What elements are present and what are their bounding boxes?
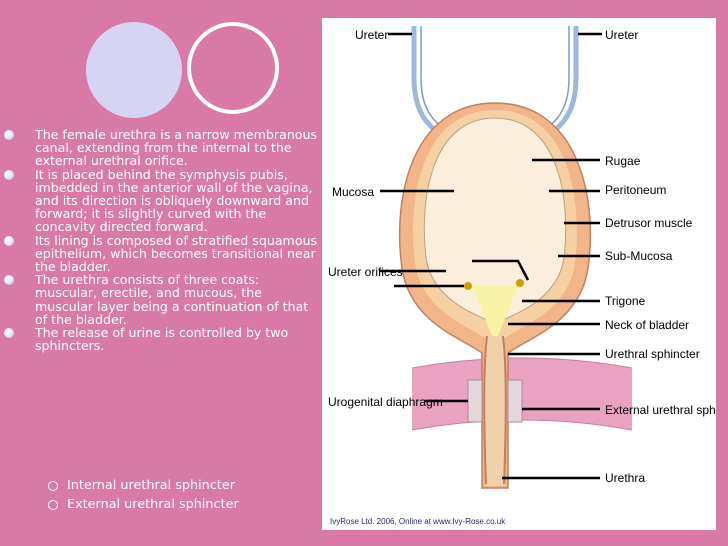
bullet-item: Its lining is composed of stratified squ…	[0, 232, 320, 275]
bullet-dot-icon	[4, 328, 14, 339]
label-mucosa: Mucosa	[332, 185, 374, 199]
external-sphincter-marks	[467, 379, 523, 423]
bullet-dot-icon	[4, 169, 14, 180]
trigone-region	[472, 286, 518, 336]
ureter-right	[545, 26, 579, 136]
ureter-left	[411, 26, 445, 136]
bullet-item: It is placed behind the symphysis pubis,…	[0, 168, 320, 234]
sub-bullet-list: Internal urethral sphincter External ure…	[48, 478, 328, 513]
bladder-diagram: Ureter Ureter Rugae Peritoneum Mucosa De…	[322, 18, 716, 530]
label-urethra: Urethra	[605, 471, 645, 485]
label-submucosa: Sub-Mucosa	[605, 249, 673, 263]
label-rugae: Rugae	[605, 154, 641, 168]
label-neck: Neck of bladder	[605, 318, 689, 332]
bullet-item: The release of urine is controlled by tw…	[0, 326, 320, 352]
label-urogenital: Urogenital diaphragm	[328, 395, 443, 409]
decor-circle-filled	[86, 22, 182, 118]
bullet-item: The female urethra is a narrow membranou…	[0, 128, 320, 168]
bullet-text: It is placed behind the symphysis pubis,…	[35, 166, 313, 235]
label-external-sphincter: External urethral sphincter	[605, 403, 716, 417]
urethra-tube	[483, 335, 507, 485]
label-ureter-orifices: Ureter orifices	[328, 265, 403, 279]
bullet-text: The female urethra is a narrow membranou…	[35, 127, 318, 169]
label-peritoneum: Peritoneum	[605, 183, 666, 197]
sub-bullet-text: External urethral sphincter	[67, 497, 239, 512]
ureter-orifice-marks	[464, 279, 524, 290]
ring-bullet-icon	[48, 500, 58, 510]
ring-bullet-icon	[48, 481, 58, 491]
label-ureter-left: Ureter	[355, 28, 388, 42]
bullet-list: The female urethra is a narrow membranou…	[0, 128, 320, 352]
bullet-item: The urethra consists of three coats: mus…	[0, 273, 320, 326]
bullet-text: The urethra consists of three coats: mus…	[35, 272, 309, 327]
label-lines	[380, 32, 602, 480]
bullet-dot-icon	[4, 275, 14, 286]
label-urethral-sphincter: Urethral sphincter	[605, 347, 700, 361]
bullet-text: Its lining is composed of stratified squ…	[35, 232, 318, 275]
bullet-text: The release of urine is controlled by tw…	[35, 325, 289, 354]
sub-bullet-item: External urethral sphincter	[48, 497, 328, 513]
bullet-dot-icon	[4, 130, 14, 140]
label-detrusor: Detrusor muscle	[605, 216, 693, 230]
credit-text: IvyRose Ltd. 2006, Online at www.Ivy-Ros…	[330, 517, 506, 526]
sub-bullet-item: Internal urethral sphincter	[48, 478, 328, 494]
sub-bullet-text: Internal urethral sphincter	[67, 478, 235, 493]
decor-circle-outline	[187, 22, 279, 114]
label-ureter-right: Ureter	[605, 28, 638, 42]
label-trigone: Trigone	[605, 294, 646, 308]
bullet-dot-icon	[4, 235, 14, 246]
